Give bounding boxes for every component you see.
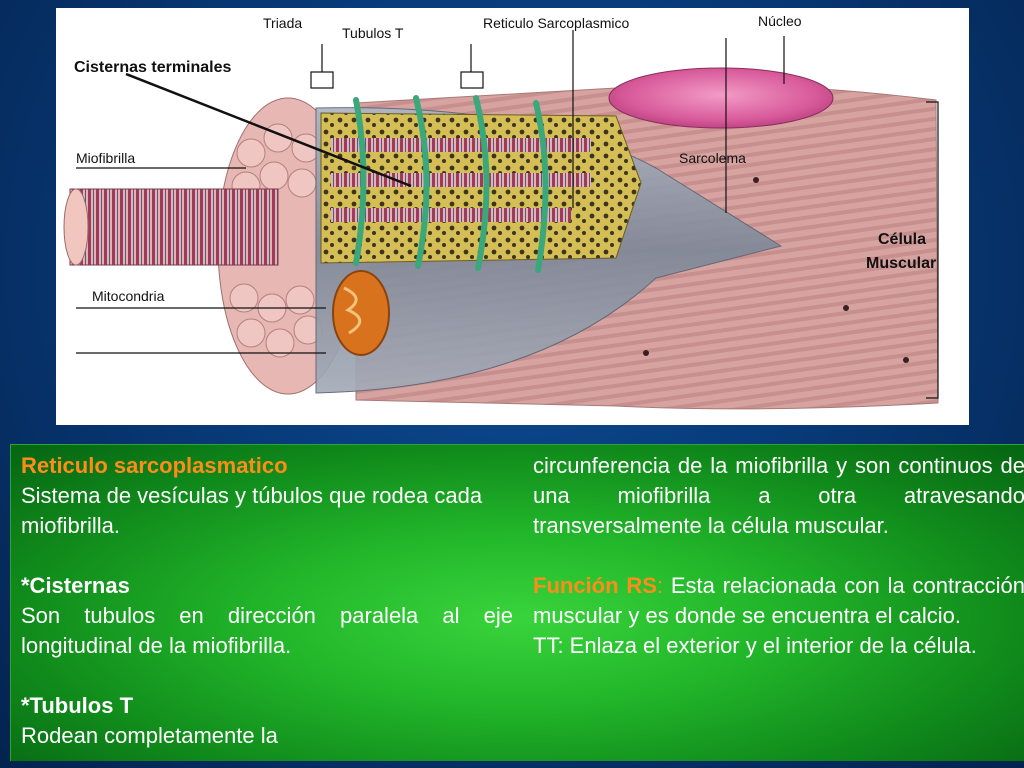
myofibril-strips — [331, 138, 591, 222]
paragraph-reticulo: Sistema de vesículas y túbulos que rodea… — [21, 483, 483, 538]
protruding-myofibril — [63, 188, 279, 266]
label-tubulos-t: Tubulos T — [342, 25, 404, 41]
heading-tubulos: *Tubulos T — [21, 693, 134, 718]
heading-cisternas: *Cisternas — [21, 573, 130, 598]
label-miofibrilla: Miofibrilla — [76, 150, 135, 166]
label-cisternas: Cisternas terminales — [74, 59, 232, 76]
heading-reticulo: Reticulo sarcoplasmatico — [21, 453, 288, 478]
text-column-right: circunferencia de la miofibrilla y son c… — [533, 451, 1024, 661]
funcion-text: Esta relacionada con la contracción musc… — [533, 573, 1024, 628]
spacer — [533, 541, 1024, 571]
funcion-colon: : — [656, 573, 664, 598]
heading-funcion: Función RS — [533, 573, 657, 598]
nucleus-shape — [608, 67, 834, 129]
label-reticulo: Reticulo Sarcoplasmico — [483, 15, 629, 31]
paragraph-tubulos-start: Rodean completamente la — [21, 723, 278, 748]
label-triada: Triada — [263, 15, 302, 31]
paragraph-tubulos-continued: circunferencia de la miofibrilla y son c… — [533, 453, 1024, 538]
text-column-left: Reticulo sarcoplasmatico Sistema de vesí… — [21, 451, 513, 751]
label-celula-2: Muscular — [866, 255, 936, 272]
spacer — [21, 541, 513, 571]
text-panel: Reticulo sarcoplasmatico Sistema de vesí… — [10, 444, 1024, 761]
muscle-cell-diagram: Triada Tubulos T Reticulo Sarcoplasmico … — [63, 13, 939, 410]
label-sarcolema: Sarcolema — [679, 150, 746, 166]
paragraph-funcion: Función RS: Esta relacionada con la cont… — [533, 571, 1024, 631]
label-celula-1: Célula — [878, 231, 926, 248]
diagram-panel: Triada Tubulos T Reticulo Sarcoplasmico … — [56, 8, 969, 425]
label-mitocondria: Mitocondria — [92, 288, 165, 304]
paragraph-cisternas: Son tubulos en dirección paralela al eje… — [21, 603, 513, 658]
paragraph-tt: TT: Enlaza el exterior y el interior de … — [533, 633, 977, 658]
mitochondrion — [332, 270, 390, 356]
label-nucleo: Núcleo — [758, 13, 802, 29]
spacer — [21, 661, 513, 691]
t-tubules — [353, 95, 549, 273]
leader-lines — [76, 30, 939, 399]
surface-spots — [643, 177, 909, 363]
